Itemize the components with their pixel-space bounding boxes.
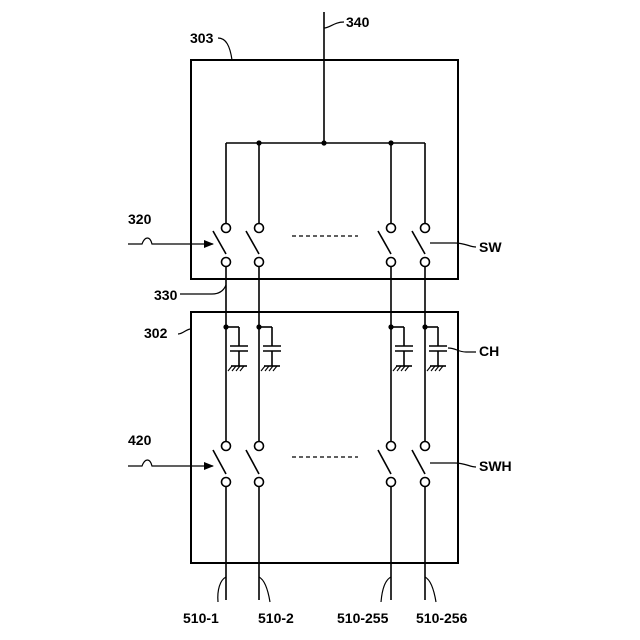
label-510-256: 510-256 (416, 611, 467, 625)
leader-510-1 (218, 577, 226, 602)
channel-2 (246, 143, 281, 600)
leader-340 (324, 22, 344, 28)
label-303: 303 (190, 31, 213, 45)
block-302 (191, 312, 458, 563)
leader-510-2 (259, 577, 270, 602)
control-arrow-420 (128, 460, 213, 466)
leader-303 (218, 38, 232, 60)
leader-330 (180, 285, 226, 294)
label-510-1: 510-1 (183, 611, 219, 625)
label-340: 340 (346, 15, 369, 29)
leader-swh (430, 463, 476, 467)
label-420: 420 (128, 433, 151, 447)
label-510-2: 510-2 (258, 611, 294, 625)
label-330: 330 (154, 288, 177, 302)
label-ch: CH (479, 344, 499, 358)
control-arrow-320 (128, 238, 213, 244)
leader-sw (430, 243, 476, 247)
label-510-255: 510-255 (337, 611, 388, 625)
channel-1 (213, 143, 248, 600)
leader-510-255 (381, 577, 391, 602)
leader-ch (448, 348, 476, 352)
leader-302 (178, 329, 191, 334)
label-302: 302 (144, 326, 167, 340)
bus-junction-center (321, 140, 326, 145)
channel-256 (412, 143, 447, 600)
leader-510-256 (425, 577, 436, 602)
label-swh: SWH (479, 459, 512, 473)
label-320: 320 (128, 212, 151, 226)
channel-255 (378, 143, 413, 600)
label-sw: SW (479, 240, 502, 254)
